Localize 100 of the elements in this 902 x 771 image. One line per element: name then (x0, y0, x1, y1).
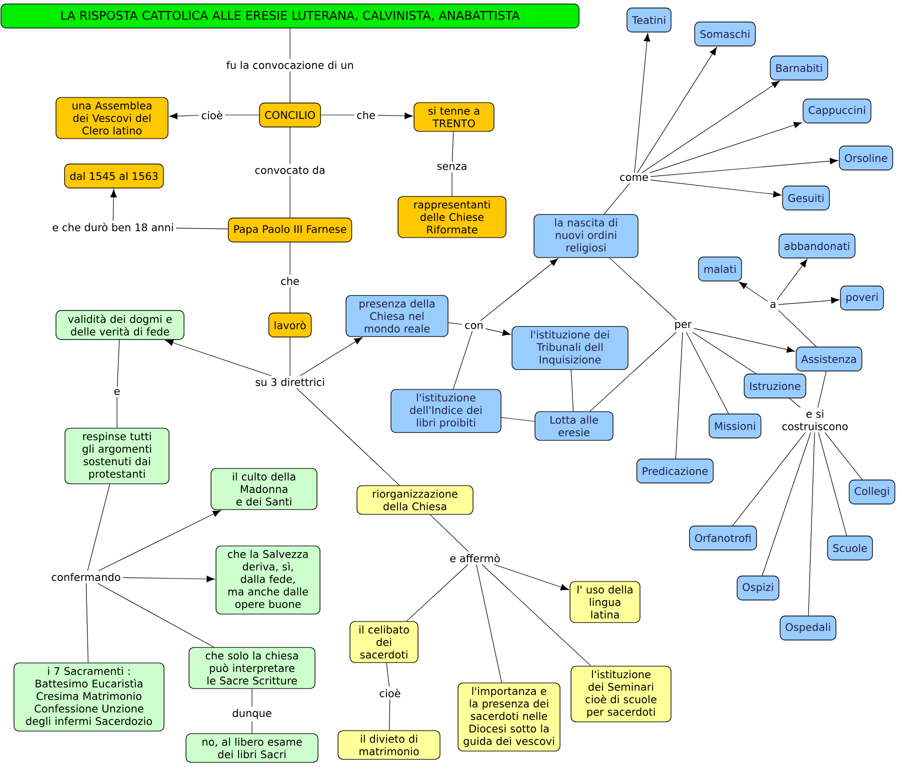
concept-box: presenza della Chiesa nel mondo reale (346, 295, 448, 337)
arrow (650, 122, 802, 174)
concept-box: Barnabiti (770, 56, 828, 80)
linking-phrase: con (462, 320, 486, 331)
connector-line (570, 370, 574, 412)
arrow (650, 158, 838, 177)
concept-box: l'istituzione dell'Indice dei libri proibiti (390, 389, 502, 433)
arrow (637, 47, 717, 174)
linking-phrase: come (618, 172, 650, 183)
concept-box: malati (698, 256, 742, 282)
concept-box: il culto della Madonna e dei Santi (210, 468, 318, 510)
arrow (634, 33, 650, 174)
arrow (650, 180, 782, 198)
linking-phrase: che (354, 108, 378, 122)
concept-box: l' uso della lingua latina (570, 581, 640, 623)
concept-box: dal 1545 al 1563 (64, 164, 164, 188)
linking-phrase: per (672, 320, 694, 332)
connector-line (686, 332, 729, 414)
concept-box: validità dei dogmi e delle verità di fede (56, 310, 184, 340)
concept-box: Collegi (848, 480, 896, 504)
concept-box: Orfanotrofi (689, 526, 757, 550)
connector-line (86, 582, 88, 663)
concept-box: l'istituzione dei Seminari cioè di scuole per sacerdoti (570, 666, 672, 722)
arrow (122, 576, 215, 582)
concept-box: lavorò (268, 312, 312, 338)
concept-box: Cappuccini (802, 98, 872, 124)
connector-line (224, 114, 260, 116)
connector-line (675, 332, 683, 459)
connector-line (604, 182, 630, 214)
linking-phrase: dunque (230, 706, 274, 722)
concept-box: rappresentanti delle Chiese Riformate (398, 196, 506, 238)
arrow (300, 337, 362, 376)
concept-box: Predicazione (636, 458, 714, 484)
connector-line (808, 432, 815, 616)
connector-line (732, 432, 806, 526)
concept-box: Assistenza (796, 346, 862, 372)
arrow (110, 189, 117, 221)
concept-box: abbandonati (778, 234, 856, 258)
connector-line (87, 484, 110, 572)
connector-line (482, 564, 592, 666)
connector-line (296, 388, 400, 486)
connector-line (824, 432, 863, 480)
concept-box: CONCILIO (259, 102, 321, 128)
connector-line (818, 371, 826, 408)
concept-box: poveri (840, 286, 884, 310)
connector-line (789, 398, 801, 408)
concept-box: Scuole (827, 536, 873, 560)
concept-box: la nascita di nuovi ordini religiosi (534, 214, 638, 258)
connector-line (406, 564, 468, 622)
linking-phrase: cioè (377, 686, 403, 700)
concept-box: si tenne a TRENTO (414, 102, 494, 132)
concept-box: Somaschi (694, 22, 756, 46)
concept-box: Ospizi (736, 576, 780, 600)
concept-box: Orsoline (838, 146, 894, 170)
concept-box: che la Salvezza deriva, sì, dalla fede, ma anche dalle opere buone (216, 546, 320, 614)
concept-box: il divieto di matrimonio (338, 730, 440, 760)
concept-box: Papa Paolo III Farnese (228, 218, 352, 242)
linking-phrase: e si costruiscono (773, 408, 857, 432)
connector-line (116, 396, 118, 428)
concept-box: i 7 Sacramenti : Battesimo Eucaristìa Cresima Matrimonio Confessione Unzione degli infermi Sacerdozio (14, 662, 164, 732)
arrow (642, 80, 780, 174)
concept-box: Missioni (708, 414, 762, 438)
connector-line (176, 228, 228, 230)
linking-phrase: e affermò (448, 552, 502, 564)
linking-phrase: senza (434, 162, 470, 172)
arrow (776, 259, 808, 300)
arrow (494, 564, 569, 590)
connector-line (452, 131, 454, 162)
arrow (778, 297, 840, 305)
linking-phrase: fu la convocazione di un (224, 58, 356, 72)
arrow (169, 112, 200, 120)
connector-line (818, 432, 847, 536)
connector-line (778, 310, 816, 347)
arrow (165, 340, 272, 376)
connector-line (97, 582, 214, 648)
concept-box: Istruzione (744, 374, 806, 398)
connector-line (320, 114, 355, 116)
connector-line (609, 258, 677, 320)
connector-line (388, 699, 390, 731)
concept-box: riorganizzazione della Chiesa (356, 485, 474, 515)
connector-line (386, 662, 390, 687)
concept-box: Ospedali (780, 616, 836, 640)
linking-phrase: e (112, 386, 122, 397)
connector-line (116, 340, 120, 388)
arrow (377, 112, 413, 120)
linking-phrase: confermando (49, 570, 123, 584)
linking-phrase: e che durò ben 18 anni (50, 220, 176, 234)
connector-line (762, 432, 812, 576)
concept-box: Teatini (626, 8, 672, 32)
connector-line (452, 330, 473, 390)
arrow (480, 258, 558, 322)
linking-phrase: cioè (199, 108, 225, 122)
arrow (738, 282, 768, 302)
concept-box: il celibato dei sacerdoti (350, 621, 418, 663)
concept-box: Lotta alle eresie (534, 411, 614, 441)
arrow (694, 328, 795, 353)
title-box: LA RISPOSTA CATTOLICA ALLE ERESIE LUTERANA, CALVINISTA, ANABATTISTA (0, 4, 580, 28)
linking-phrase: su 3 direttrici (253, 376, 327, 388)
arrow (98, 510, 221, 572)
connector-line (430, 514, 469, 552)
